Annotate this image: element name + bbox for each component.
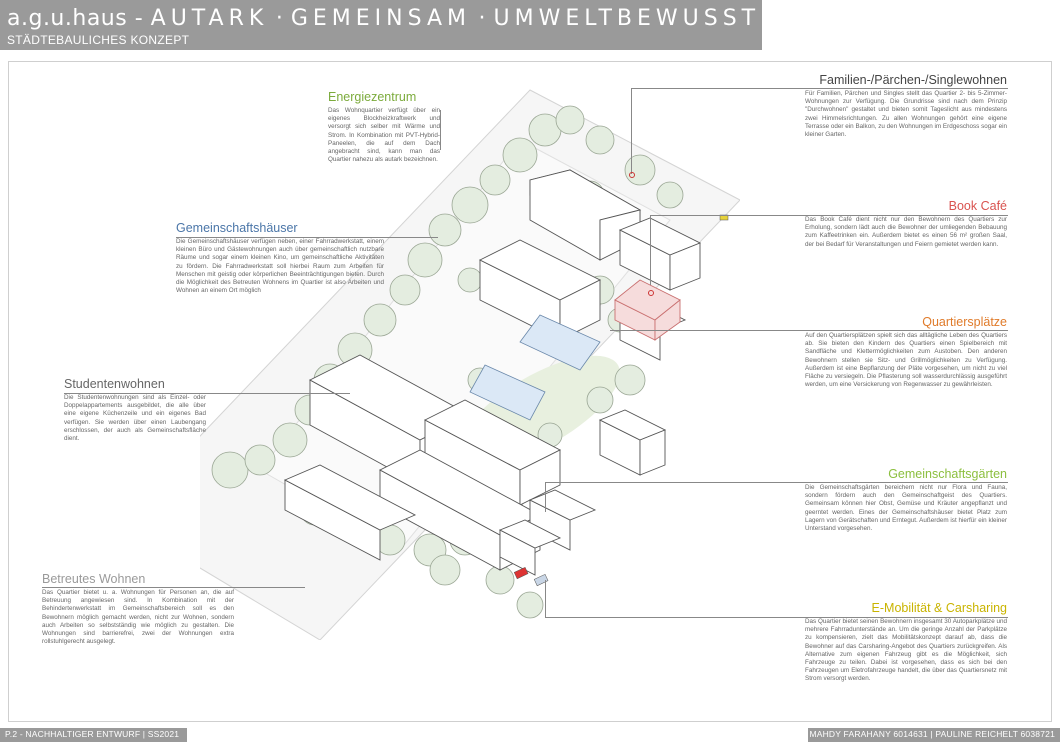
title-dot: · <box>275 6 284 31</box>
section-quartiersplaetze: Quartiersplätze Auf den Quartiersplätzen… <box>805 315 1007 389</box>
section-title: Gemeinschaftshäuser <box>176 221 298 235</box>
title-word-autark: AUTARK <box>150 6 269 31</box>
leader-bookcafe <box>650 215 1008 216</box>
section-title: Book Café <box>948 199 1007 213</box>
section-book-cafe: Book Café Das Book Café dient nicht nur … <box>805 199 1007 249</box>
section-title: Studentenwohnen <box>64 377 165 391</box>
marker-dot <box>648 290 654 296</box>
section-betreutes-wohnen: Betreutes Wohnen Das Quartier bietet u. … <box>42 572 234 646</box>
leader-betreut <box>42 587 305 588</box>
section-title: Energiezentrum <box>328 90 417 104</box>
leader-familien-v <box>631 88 632 174</box>
page-subtitle: STÄDTEBAULICHES KONZEPT <box>7 33 190 47</box>
section-text: Die Gemeinschaftshäuser verfügen neben, … <box>176 238 384 295</box>
footer-course: P.2 - NACHHALTIGER ENTWURF | SS2021 <box>5 729 180 739</box>
brand-name: a.g.u.haus <box>7 6 128 31</box>
leader-energie-v <box>440 110 441 150</box>
section-text: Für Familien, Pärchen und Singles stellt… <box>805 90 1007 139</box>
section-text: Auf den Quartiersplätzen spielt sich das… <box>805 332 1007 389</box>
section-title: Quartiersplätze <box>922 315 1007 329</box>
leader-gaerten-v <box>545 482 546 512</box>
section-energiezentrum: Energiezentrum Das Wohnquartier verfügt … <box>328 90 440 164</box>
section-studentenwohnen: Studentenwohnen Die Studentenwohnungen s… <box>64 377 206 443</box>
section-text: Das Quartier bietet u. a. Wohnungen für … <box>42 589 234 646</box>
section-title: Betreutes Wohnen <box>42 572 146 586</box>
title-dash: - <box>134 6 144 31</box>
footer-right-bar <box>808 728 1060 742</box>
leader-gaerten <box>545 482 1008 483</box>
section-text: Das Wohnquartier verfügt über ein eigene… <box>328 107 440 164</box>
section-text: Die Studentenwohnungen sind als Einzel- … <box>64 394 206 443</box>
leader-emob-v <box>545 580 546 617</box>
footer-authors: MAHDY FARAHANY 6014631 | PAULINE REICHEL… <box>809 729 1055 739</box>
leader-gemeinschaft <box>176 237 438 238</box>
marker-dot <box>629 172 635 178</box>
title-word-gemeinsam: GEMEINSAM <box>290 6 471 31</box>
site-plan-drawing <box>200 89 740 640</box>
leader-familien <box>631 88 1008 89</box>
title-word-umweltbewusst: UMWELTBEWUSST <box>493 6 761 31</box>
section-text: Die Gemeinschaftsgärten bereichern nicht… <box>805 484 1007 533</box>
section-text: Das Quartier bietet seinen Bewohnern ins… <box>805 618 1007 683</box>
leader-emob <box>545 617 1008 618</box>
section-title: Gemeinschaftsgärten <box>888 467 1007 481</box>
section-gemeinschaftshaeuser: Gemeinschaftshäuser Die Gemeinschaftshäu… <box>176 221 384 295</box>
footer-left-bar <box>0 728 187 742</box>
page-title: a.g.u.haus - AUTARK · GEMEINSAM · UMWELT… <box>7 6 760 31</box>
header-bar: a.g.u.haus - AUTARK · GEMEINSAM · UMWELT… <box>0 0 762 50</box>
title-dot: · <box>478 6 486 31</box>
section-text: Das Book Café dient nicht nur den Bewohn… <box>805 216 1007 248</box>
section-gemeinschaftsgaerten: Gemeinschaftsgärten Die Gemeinschaftsgär… <box>805 467 1007 533</box>
leader-quartier <box>610 330 1008 331</box>
section-title: E-Mobilität & Carsharing <box>871 601 1007 615</box>
section-e-mobilitaet: E-Mobilität & Carsharing Das Quartier bi… <box>805 601 1007 684</box>
section-title: Familien-/Pärchen-/Singlewohnen <box>819 73 1007 87</box>
section-familienwohnen: Familien-/Pärchen-/Singlewohnen Für Fami… <box>805 73 1007 139</box>
leader-bookcafe-v <box>650 215 651 285</box>
leader-studenten <box>64 393 350 394</box>
